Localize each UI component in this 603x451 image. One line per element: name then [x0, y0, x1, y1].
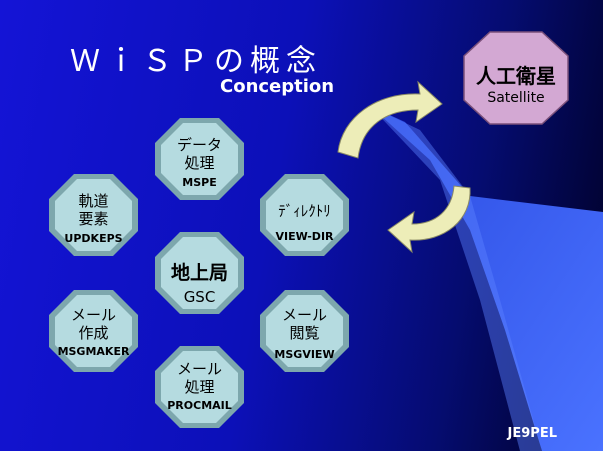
node-procmail-code: PROCMAIL [167, 399, 232, 412]
octagon-shape [463, 31, 569, 125]
curved-arrow-icon [387, 185, 471, 254]
curved-arrow-icon [337, 80, 443, 159]
node-viewdir-line1: ﾃﾞｨﾚｸﾄﾘ [278, 202, 331, 220]
node-mspe: データ 処理 MSPE [153, 116, 246, 202]
page-title: ＷｉＳＰの概念 [70, 44, 322, 79]
node-viewdir-code: VIEW-DIR [275, 230, 334, 243]
node-updkeps: 軌道 要素 UPDKEPS [47, 172, 140, 258]
octagon-shape [260, 290, 349, 372]
radio-beam-highlight [370, 106, 542, 451]
node-updkeps-line2: 要素 [78, 210, 109, 228]
node-updkeps-code: UPDKEPS [64, 232, 123, 245]
node-msgmaker-line1: メール [70, 306, 116, 324]
octagon-shape [155, 118, 244, 200]
node-viewdir: ﾃﾞｨﾚｸﾄﾘ VIEW-DIR [258, 172, 351, 258]
node-msgview-code: MSGVIEW [274, 348, 335, 361]
node-msgmaker: メール 作成 MSGMAKER [47, 288, 140, 374]
node-msgview: メール 閲覧 MSGVIEW [258, 288, 351, 374]
node-msgview-line1: メール [281, 306, 327, 324]
octagon-shape [155, 232, 244, 314]
satellite-label: 人工衛星 [476, 64, 556, 88]
radio-beam [370, 106, 603, 451]
octagon-shape [155, 346, 244, 428]
page-subtitle: Conception [220, 76, 335, 97]
node-procmail-line1: メール [176, 360, 222, 378]
node-center-code: GSC [183, 288, 216, 306]
node-msgview-line2: 閲覧 [289, 324, 320, 342]
octagon-shape [49, 174, 138, 256]
octagon-shape [49, 290, 138, 372]
node-procmail-line2: 処理 [184, 378, 215, 396]
node-updkeps-line1: 軌道 [78, 192, 109, 210]
author-callsign: JE9PEL [507, 426, 557, 441]
node-mspe-code: MSPE [182, 176, 217, 189]
node-procmail: メール 処理 PROCMAIL [153, 344, 246, 430]
octagon-shape [260, 174, 349, 256]
node-mspe-line1: データ [176, 136, 222, 154]
satellite-node: 人工衛星 Satellite [462, 30, 570, 126]
satellite-label-en: Satellite [487, 90, 545, 106]
node-center-line1: 地上局 [170, 262, 228, 284]
node-mspe-line2: 処理 [184, 154, 215, 172]
node-center-gsc: 地上局 GSC [153, 230, 246, 316]
node-msgmaker-code: MSGMAKER [57, 345, 130, 358]
node-msgmaker-line2: 作成 [78, 324, 109, 342]
